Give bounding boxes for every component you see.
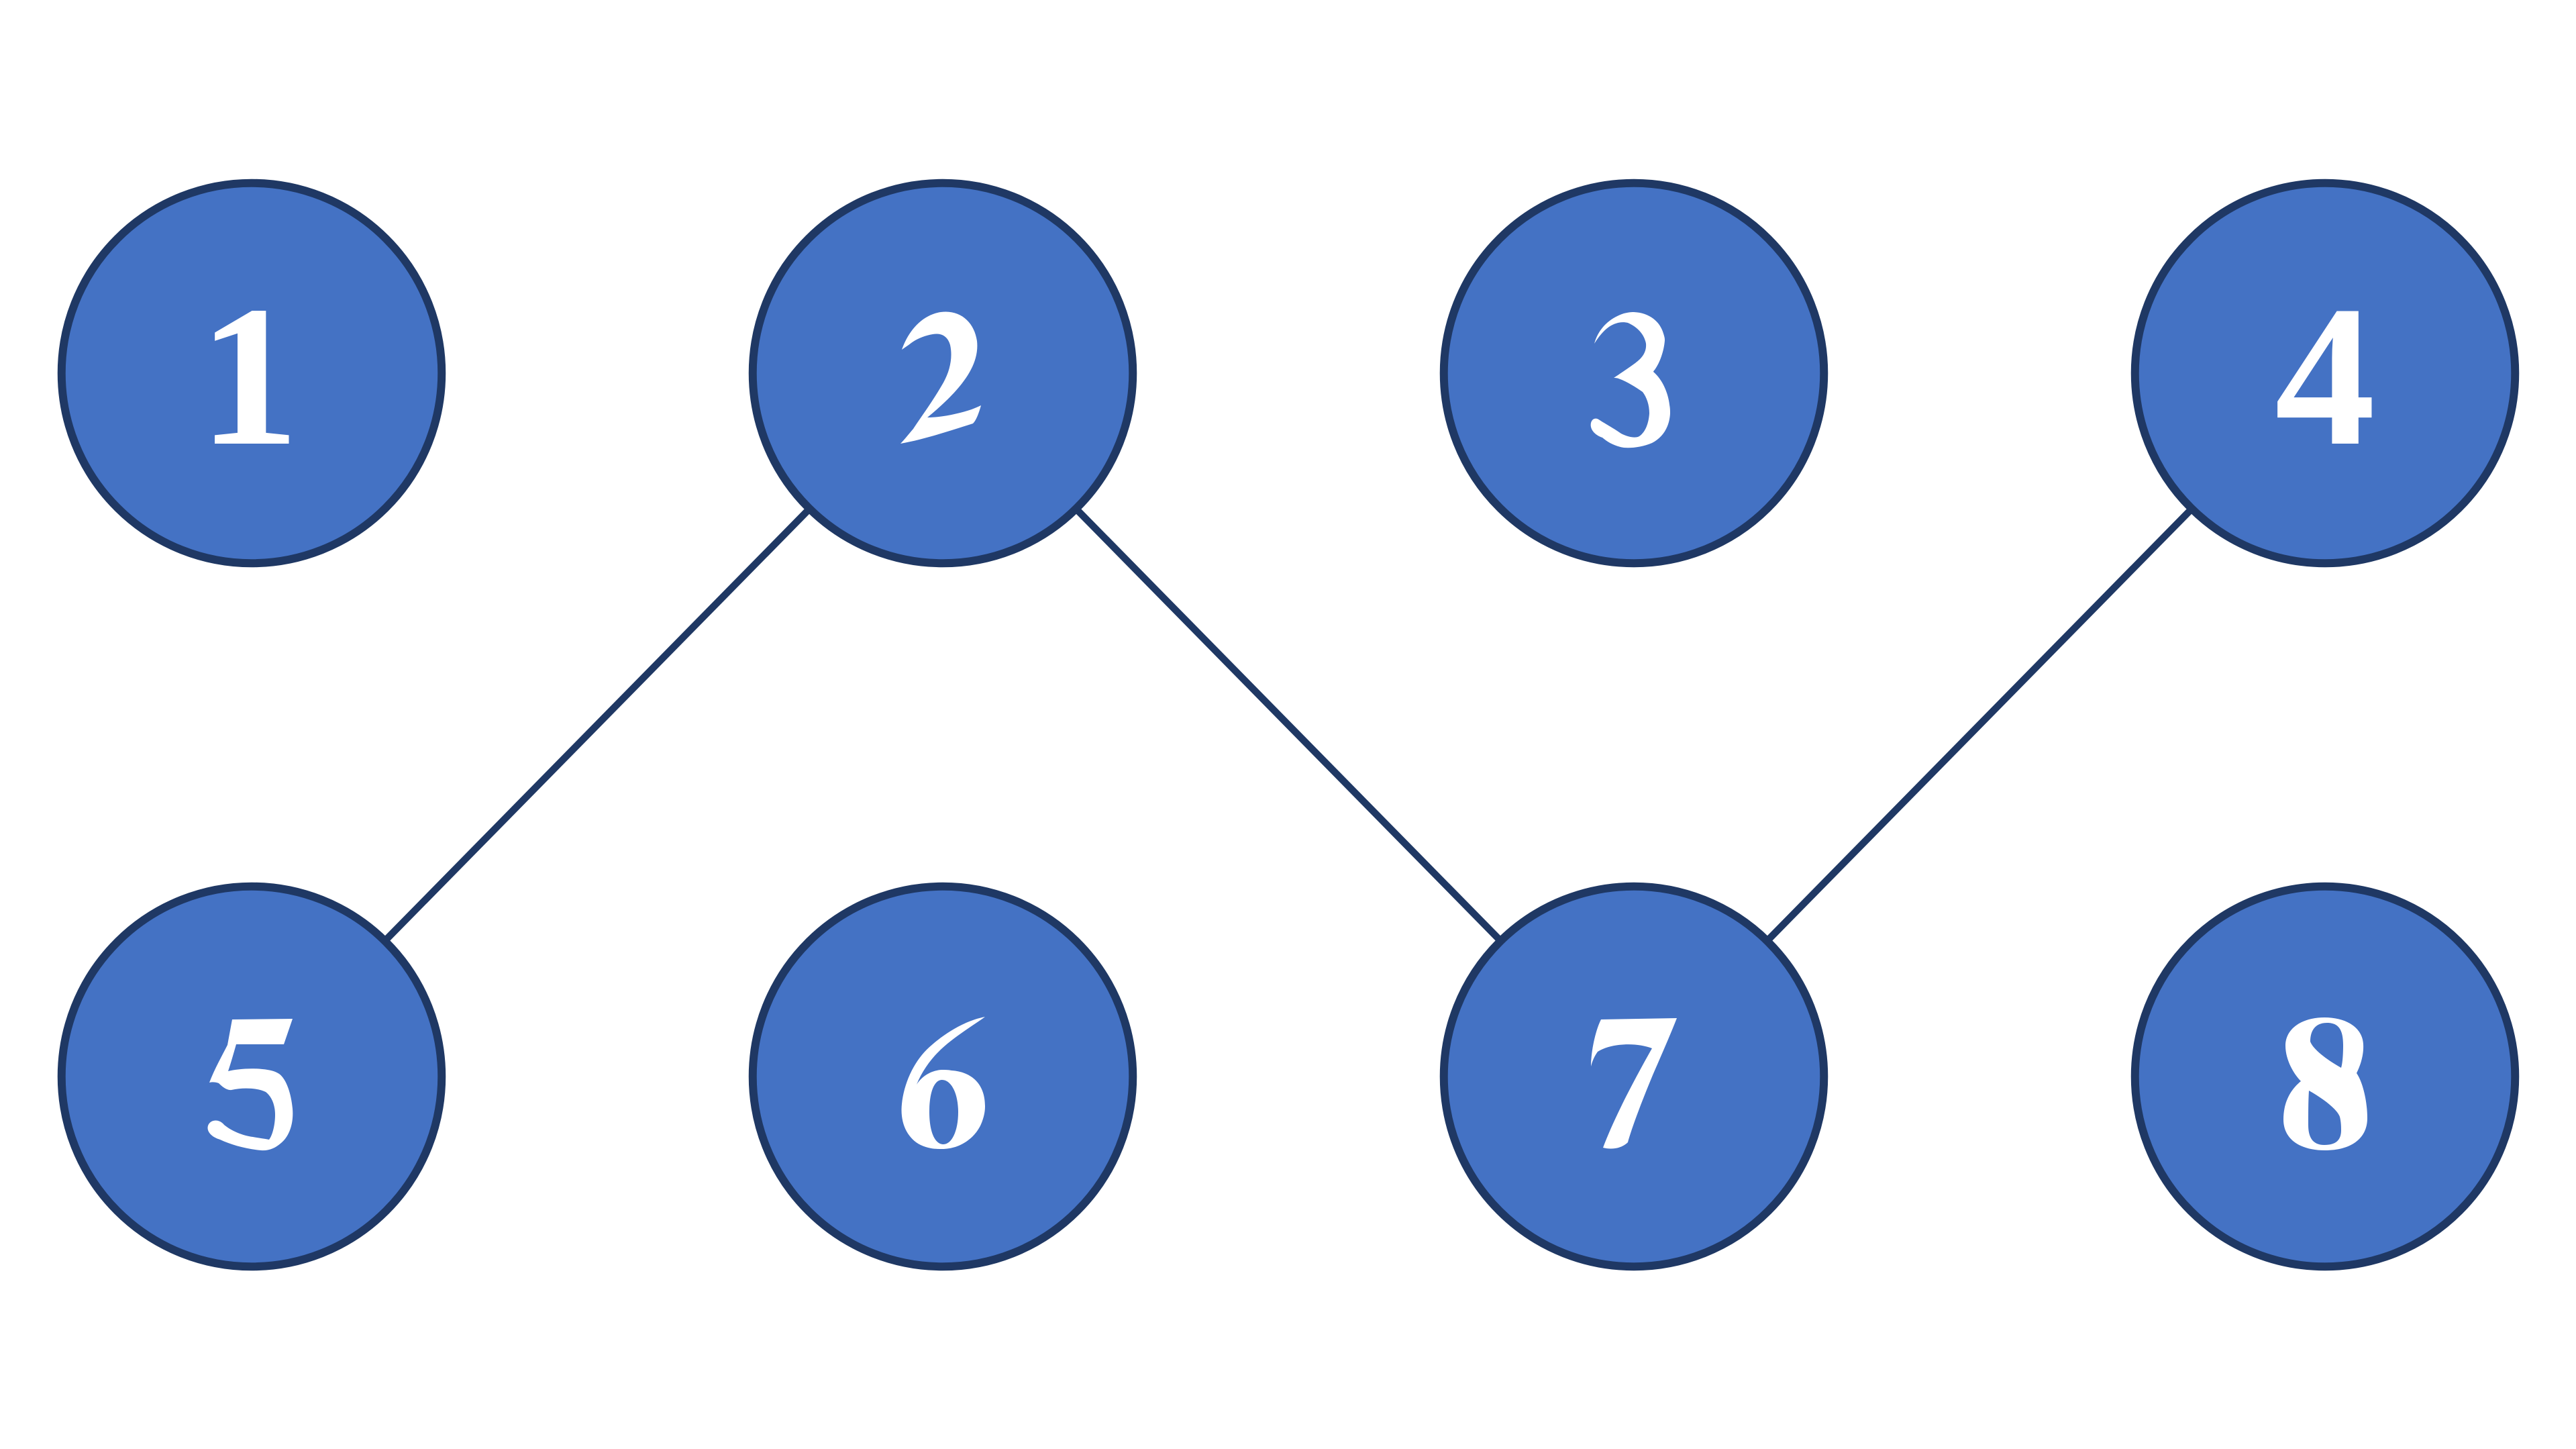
svg-text:4: 4 (2275, 264, 2375, 487)
svg-text:1: 1 (199, 264, 299, 487)
